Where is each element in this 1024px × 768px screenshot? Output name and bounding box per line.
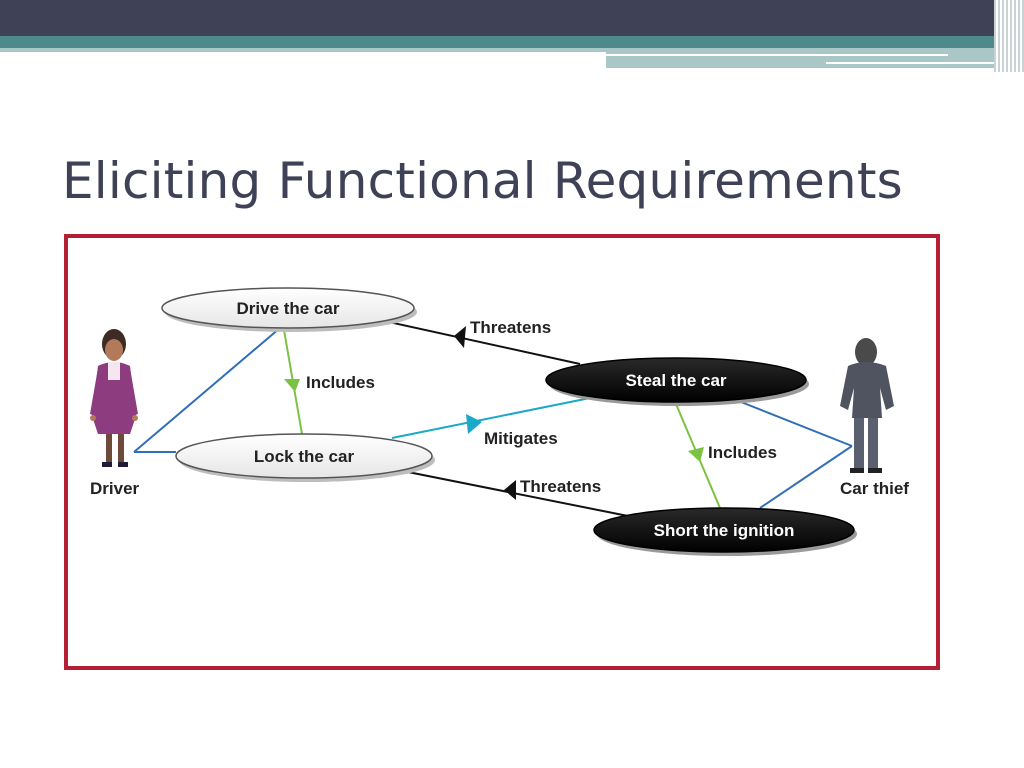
actor-label-driver: Driver [90,479,140,498]
includes-arrowhead-thief [688,447,704,462]
header-accent-rule-short [826,62,996,64]
use-case-steal-the-car: Steal the car [545,357,809,406]
mitigates-label: Mitigates [484,429,558,448]
header-accent-line [0,48,606,52]
header-stripes [994,0,1024,72]
header-bar [0,0,1024,36]
threatens-arrowhead-bottom [504,480,516,500]
includes-label-thief: Includes [708,443,777,462]
header-accent-block [606,48,996,68]
use-case-diagram: Includes Includes Threatens Mitigates Th… [90,287,909,556]
threatens-label-top: Threatens [470,318,551,337]
mitigates-arrowhead [466,414,482,434]
threatens-arrow-line-top [379,319,581,365]
use-case-short-the-ignition: Short the ignition [593,507,857,556]
header-accent-band [0,36,1024,48]
use-case-drive-the-car: Drive the car [161,287,417,332]
association-thief-steal [735,399,853,447]
car-thief-figure-icon [840,338,894,473]
includes-label-driver: Includes [306,373,375,392]
use-case-label-steal: Steal the car [625,371,726,390]
use-case-lock-the-car: Lock the car [175,433,435,482]
use-case-label-lock: Lock the car [254,447,355,466]
threatens-arrowhead-top [454,326,466,348]
header-accent-rule [606,54,948,56]
mitigates-arrow-line [391,397,591,439]
association-thief-short [759,445,853,509]
driver-figure-icon [90,329,138,467]
threatens-label-bottom: Threatens [520,477,601,496]
actor-label-thief: Car thief [840,479,909,498]
association-driver-drive [133,327,281,453]
use-case-label-drive: Drive the car [237,299,340,318]
diagram-frame: Includes Includes Threatens Mitigates Th… [64,234,940,670]
includes-arrowhead-driver [284,379,300,392]
slide-title: Eliciting Functional Requirements [62,152,903,210]
use-case-label-short: Short the ignition [654,521,795,540]
